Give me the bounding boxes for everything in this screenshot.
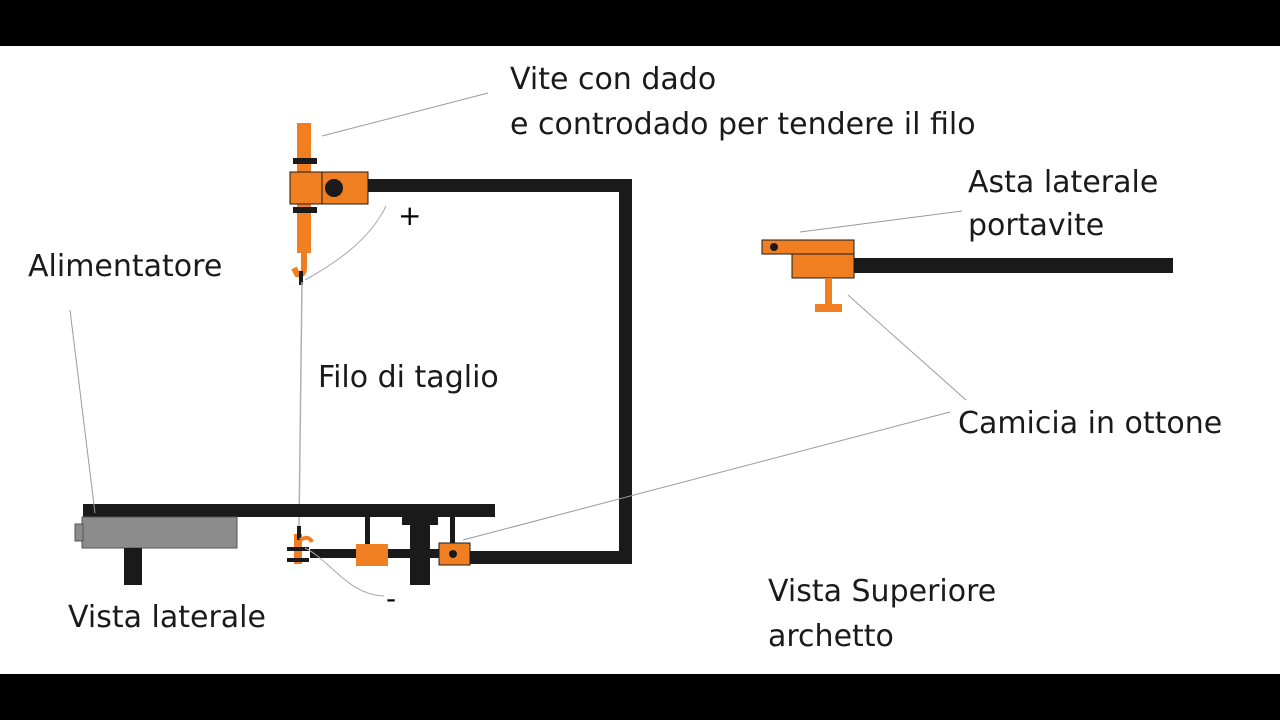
wire-clamp-top bbox=[299, 271, 303, 285]
diagram-canvas bbox=[0, 46, 1280, 674]
wire-clamp-bottom bbox=[297, 526, 301, 540]
side-view-base bbox=[74, 504, 495, 585]
post-left bbox=[365, 517, 370, 547]
label-sleeve: Camicia in ottone bbox=[958, 406, 1222, 441]
leader-power-supply bbox=[69, 309, 96, 514]
label-screw-line2: e controdado per tendere il filo bbox=[510, 107, 976, 142]
power-supply-box bbox=[81, 516, 238, 549]
lower-rod bbox=[310, 549, 470, 558]
frame-right-bar bbox=[619, 179, 632, 564]
label-plus: + bbox=[398, 199, 421, 232]
rod-holder-pivot bbox=[770, 243, 778, 251]
lateral-rod bbox=[761, 239, 1173, 312]
label-rod-line2: portavite bbox=[968, 208, 1104, 243]
lower-nut-bottom bbox=[287, 558, 309, 562]
label-rod-line1: Asta laterale bbox=[968, 165, 1158, 200]
leader-rod bbox=[799, 210, 963, 233]
label-power-supply: Alimentatore bbox=[28, 249, 222, 284]
label-wire: Filo di taglio bbox=[318, 360, 499, 395]
rod-stem-foot bbox=[815, 304, 842, 312]
frame-top-view bbox=[360, 179, 632, 564]
leader-lines bbox=[69, 92, 967, 541]
leg-cap bbox=[402, 517, 438, 525]
base-leg-left bbox=[124, 548, 142, 585]
holder-pivot bbox=[325, 179, 343, 197]
rod-screw-holder bbox=[761, 239, 855, 255]
plus-wire bbox=[304, 205, 387, 281]
label-screw-line1: Vite con dado bbox=[510, 62, 716, 97]
wire-hook-top bbox=[291, 250, 307, 278]
cutting-wire bbox=[298, 281, 303, 529]
label-side-view: Vista laterale bbox=[68, 600, 266, 635]
leader-sleeve-side bbox=[462, 411, 951, 541]
label-top-view-line1: Vista Superiore bbox=[768, 574, 996, 609]
label-top-view-line2: archetto bbox=[768, 619, 894, 654]
lower-nut-top bbox=[287, 547, 309, 551]
base-plate bbox=[83, 504, 495, 517]
leader-sleeve-rod bbox=[847, 294, 967, 401]
nut bbox=[293, 158, 317, 164]
post-right bbox=[450, 517, 455, 547]
rod-bar bbox=[845, 258, 1173, 273]
leader-screw bbox=[321, 92, 489, 137]
frame-bottom-bar bbox=[462, 551, 632, 564]
rod-sleeve bbox=[791, 253, 855, 279]
upper-screw-assembly bbox=[289, 123, 369, 285]
power-supply-plug bbox=[74, 523, 84, 542]
rod-stem bbox=[825, 278, 832, 304]
minus-wire bbox=[304, 547, 385, 597]
sleeve-pivot bbox=[449, 550, 457, 558]
label-minus: - bbox=[386, 582, 396, 615]
wire-hook-bottom bbox=[299, 535, 314, 543]
sleeve-block-left bbox=[356, 544, 388, 566]
counter-nut bbox=[293, 207, 317, 213]
frame-top-bar bbox=[360, 179, 632, 192]
